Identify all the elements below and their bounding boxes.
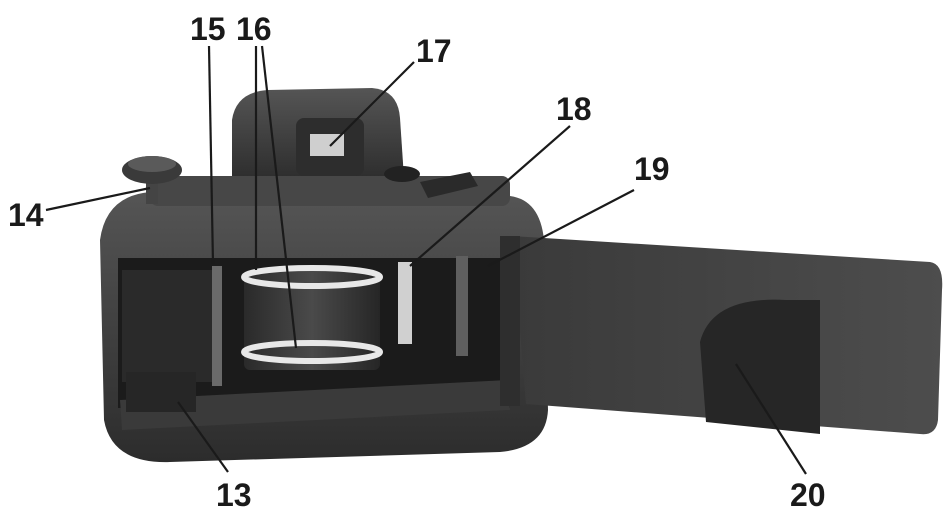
leader-lines <box>45 45 807 475</box>
door-hinge <box>500 236 520 406</box>
leader-19 <box>487 189 635 267</box>
rewind-knob <box>122 156 182 204</box>
floor-lip <box>126 372 196 412</box>
knob-top <box>128 156 176 172</box>
top-controls <box>384 166 478 198</box>
leader-15 <box>207 45 215 265</box>
callout-18: 18 <box>556 91 592 127</box>
sprocket-shaft <box>398 262 412 344</box>
top-plate <box>150 176 510 206</box>
shutter-button <box>384 166 420 182</box>
leader-14 <box>45 186 151 212</box>
leader-17 <box>329 61 415 147</box>
leader-13 <box>177 401 229 473</box>
film-rail-left <box>212 266 222 386</box>
callout-19: 19 <box>634 151 670 187</box>
leader-16b <box>260 45 298 349</box>
callout-16: 16 <box>236 11 272 47</box>
callout-14: 14 <box>8 197 44 233</box>
sprocket-rail <box>456 256 468 356</box>
callout-labels: 13 14 15 16 17 18 19 20 <box>8 11 826 513</box>
cassette-chamber <box>122 270 214 382</box>
callout-17: 17 <box>416 33 452 69</box>
leader-20 <box>735 363 807 475</box>
pressure-plate <box>700 299 820 434</box>
back-door <box>500 236 943 435</box>
chamber-floor <box>120 380 510 430</box>
drum-ring-bottom <box>241 340 383 364</box>
callout-15: 15 <box>190 11 226 47</box>
callout-20: 20 <box>790 477 826 513</box>
knob-stem <box>146 178 158 204</box>
leader-18 <box>409 125 571 267</box>
drum-ring-top <box>241 265 383 289</box>
viewfinder-eyepiece <box>296 118 364 176</box>
advance-lever <box>420 172 478 198</box>
callout-13: 13 <box>216 477 252 513</box>
film-chamber <box>118 256 510 430</box>
